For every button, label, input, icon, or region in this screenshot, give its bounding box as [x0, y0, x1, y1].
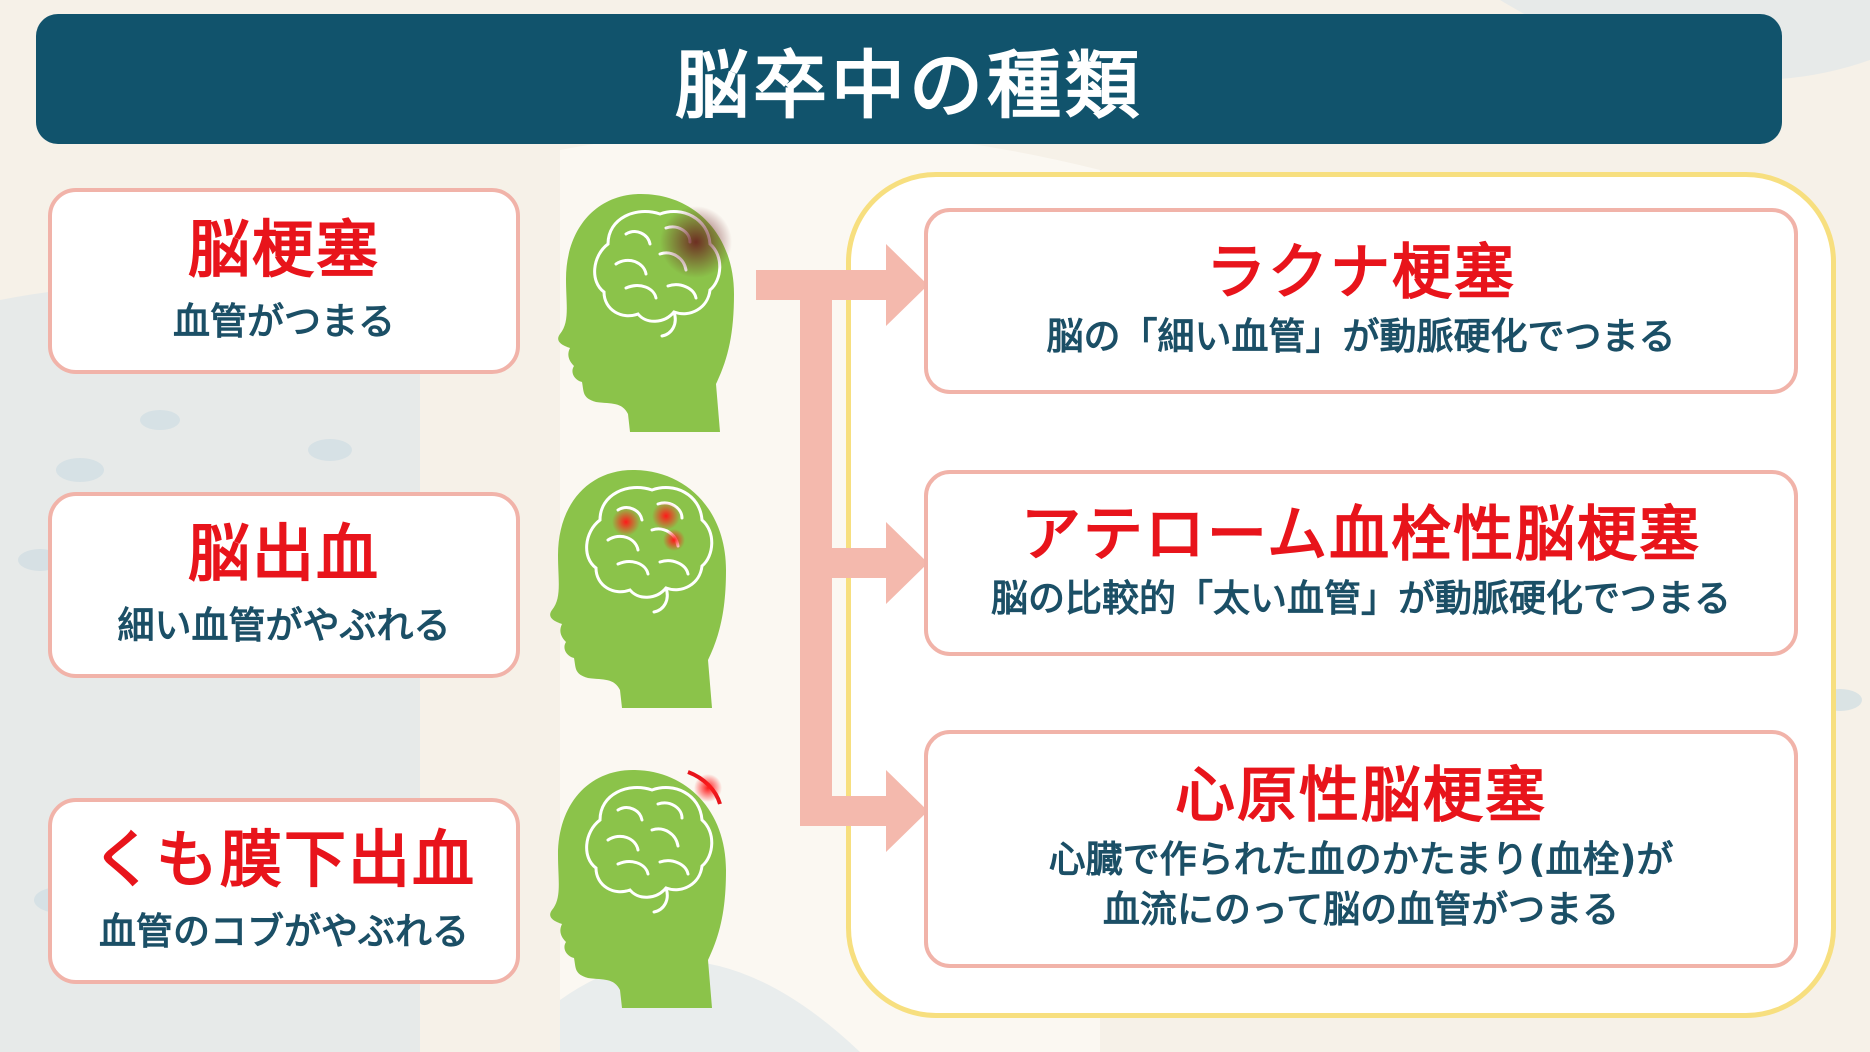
card-cardioembolic-infarction: 心原性脳梗塞 心臓で作られた血のかたまり(血栓)が 血流にのって脳の血管がつまる	[924, 730, 1798, 968]
card-title: 脳出血	[187, 517, 380, 591]
card-title: 脳梗塞	[187, 213, 380, 287]
card-subarachnoid-hemorrhage: くも膜下出血 血管のコブがやぶれる	[48, 798, 520, 984]
card-cerebral-infarction: 脳梗塞 血管がつまる	[48, 188, 520, 374]
card-subtitle: 細い血管がやぶれる	[117, 603, 451, 647]
card-description-line: 血流にのって脳の血管がつまる	[1102, 888, 1620, 931]
card-title: ラクナ梗塞	[1206, 238, 1516, 309]
card-description-line: 心臓で作られた血のかたまり(血栓)が	[1048, 838, 1674, 882]
card-title: 心原性脳梗塞	[1175, 761, 1547, 832]
card-cerebral-hemorrhage: 脳出血 細い血管がやぶれる	[48, 492, 520, 678]
card-subtitle: 血管がつまる	[173, 299, 395, 343]
card-title: アテローム血栓性脳梗塞	[1020, 500, 1702, 571]
card-description: 脳の比較的「太い血管」が動脈硬化でつまる	[991, 577, 1731, 621]
card-lacunar-infarction: ラクナ梗塞 脳の「細い血管」が動脈硬化でつまる	[924, 208, 1798, 394]
title-bar: 脳卒中の種類	[36, 14, 1782, 144]
card-title: くも膜下出血	[91, 823, 476, 897]
card-description: 脳の「細い血管」が動脈硬化でつまる	[1046, 315, 1676, 359]
page-title: 脳卒中の種類	[675, 42, 1143, 129]
card-atherothrombotic-infarction: アテローム血栓性脳梗塞 脳の比較的「太い血管」が動脈硬化でつまる	[924, 470, 1798, 656]
card-subtitle: 血管のコブがやぶれる	[99, 909, 469, 953]
card-description: 心臓で作られた血のかたまり(血栓)が 血流にのって脳の血管がつまる	[1049, 835, 1674, 935]
